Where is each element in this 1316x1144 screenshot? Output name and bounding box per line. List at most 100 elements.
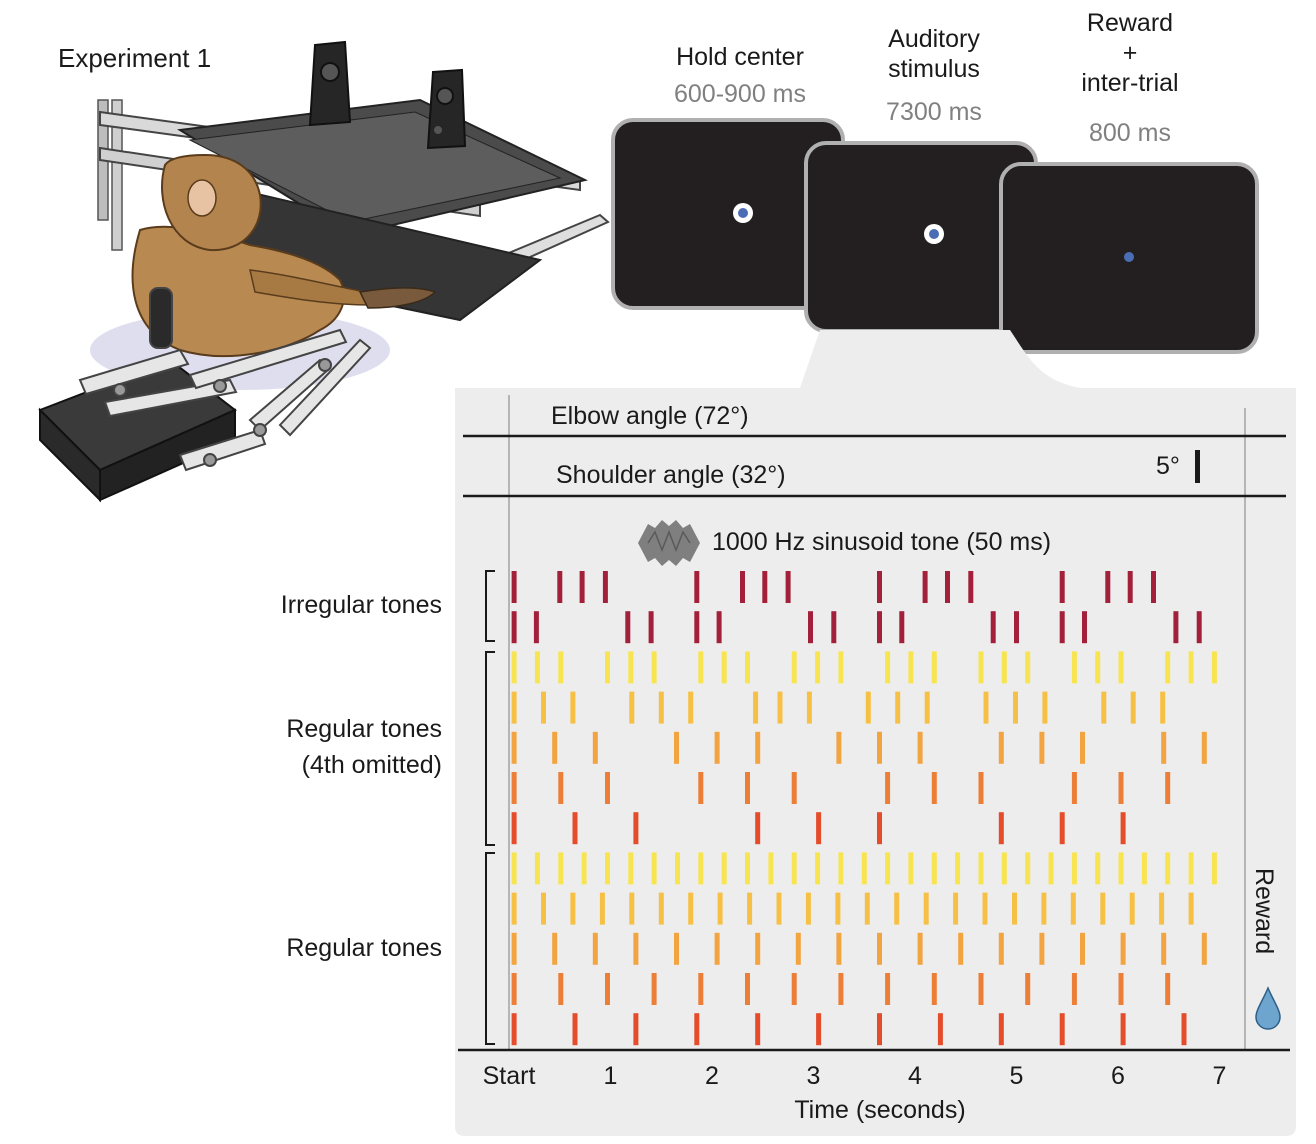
tone-mark [740,571,745,603]
tone-mark [694,611,700,644]
tone-mark [1071,852,1077,885]
tone-mark [558,772,564,804]
exoskeleton-arm [78,287,372,472]
tone-mark [674,731,679,764]
tone-mark [1080,932,1085,965]
tone-mark [675,852,680,885]
tone-mark [698,852,704,885]
tone-mark [534,852,540,885]
tone-mark [1211,852,1217,885]
tone-mark [579,571,585,603]
tone-mark [958,932,964,965]
tone-mark [917,932,923,965]
tone-waveform-icon [638,520,700,566]
tone-mark [1013,691,1018,724]
tone-mark [978,772,984,804]
tone-mark [753,691,759,724]
regular-omitted-bracket [485,651,495,846]
tone-mark [931,973,937,1005]
tone-mark [978,973,984,1005]
tone-mark [1130,691,1136,724]
tone-mark [572,812,578,845]
tone-mark [625,611,631,644]
tone-mark [1095,852,1101,885]
tone-mark [1165,772,1171,804]
tone-mark [674,932,679,965]
tone-mark [931,651,937,684]
tone-mark [982,892,988,925]
tone-mark [1041,892,1047,925]
tone-mark [836,731,842,764]
scale-bar [1195,450,1200,483]
tone-mark [1059,571,1065,603]
tone-mark [511,973,517,1005]
tone-mark [651,651,657,684]
tone-mark [648,611,654,644]
tone-mark [651,852,657,885]
tone-mark [534,651,540,684]
tone-mark [806,691,812,724]
tone-mark [721,651,727,684]
tone-mark [605,772,610,804]
tone-mark [698,651,704,684]
tone-mark [1165,973,1171,1005]
tone-mark [1188,852,1194,885]
tone-mark [1059,611,1065,644]
tone-mark [511,932,517,965]
tone-mark [1151,571,1156,603]
tone-mark [983,691,989,724]
tone-mark [633,932,639,965]
tone-mark [745,852,750,885]
tone-mark [557,571,563,603]
tone-mark [885,852,891,885]
tone-mark [572,1013,578,1046]
speaker [308,40,352,127]
tone-mark [945,571,950,603]
phase-reward-title: Reward+inter-trial [1081,9,1179,97]
support-post [111,99,123,251]
tone-mark [511,1013,517,1046]
experiment-rig-illustration [38,40,610,503]
tone-mark [768,852,774,885]
tone-mark [1196,611,1202,644]
tone-mark [924,691,930,724]
tone-mark [1048,852,1054,885]
tone-mark [865,691,871,724]
regular-bracket [485,852,495,1045]
tone-mark [791,772,797,804]
tone-mark [835,892,841,925]
tone-mark [931,772,937,804]
monkey [131,153,437,358]
tone-mark [694,1013,700,1046]
tone-mark [629,691,635,724]
tone-mark [816,1013,822,1046]
tone-legend-label: 1000 Hz sinusoid tone (50 ms) [712,528,1052,556]
tone-mark [558,651,564,684]
tone-mark [1012,892,1017,925]
tone-mark [511,651,517,684]
tone-mark [511,571,517,603]
tone-mark [592,731,598,764]
fixation-dot [738,208,748,218]
tone-mark [1127,571,1133,603]
tone-mark [836,932,842,965]
tone-mark [570,892,576,925]
tone-mark [1105,571,1111,603]
tone-mark [1211,651,1217,684]
tone-mark [998,731,1004,764]
tone-mark [1071,651,1077,684]
tone-mark [1118,772,1124,804]
tone-mark [658,892,664,925]
tone-mark [978,852,984,885]
regular-tones-label: Regular tones [286,934,442,962]
tone-mark [785,571,791,603]
tone-mark [1188,651,1194,684]
tone-mark [1070,892,1076,925]
tone-mark [1201,932,1207,965]
tone-mark [1082,611,1087,644]
tone-mark [1100,892,1106,925]
tone-mark [776,892,782,925]
tone-mark [1118,651,1124,684]
